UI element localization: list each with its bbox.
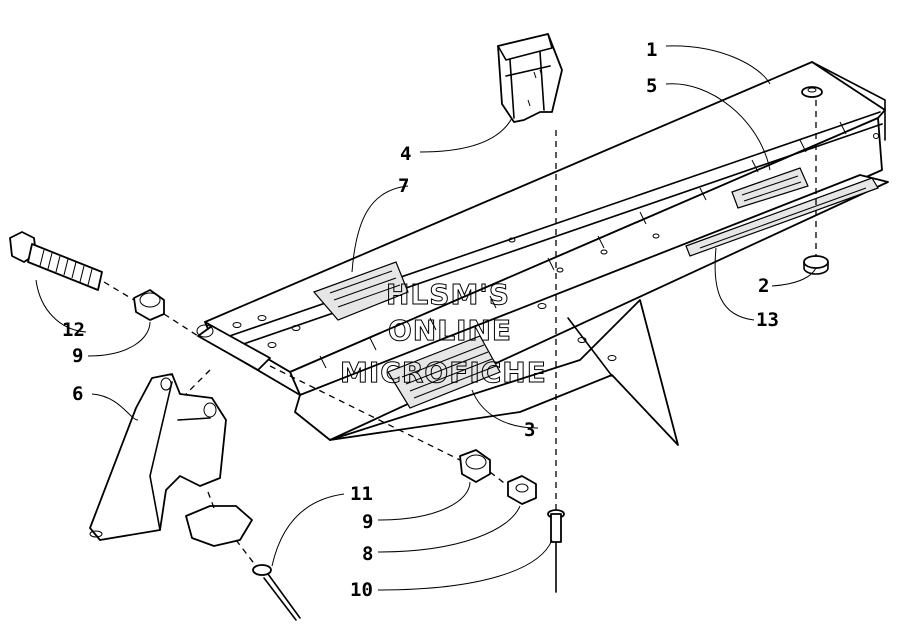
hinge-bracket-part-6 bbox=[89, 373, 227, 541]
clip-part-4 bbox=[497, 33, 563, 123]
callout-2: 2 bbox=[758, 275, 769, 297]
callout-7: 7 bbox=[398, 175, 409, 197]
watermark: HLSM'S ONLINE MICROFICHE bbox=[340, 278, 547, 390]
bushing-part-9-bottom bbox=[459, 449, 491, 483]
watermark-line-1: HLSM'S bbox=[386, 278, 510, 311]
callout-13: 13 bbox=[756, 309, 779, 331]
callout-11: 11 bbox=[350, 483, 373, 505]
callout-10: 10 bbox=[350, 579, 373, 601]
callout-12: 12 bbox=[62, 319, 85, 341]
washer-part-2 bbox=[803, 255, 829, 275]
rivet-part-11 bbox=[252, 564, 301, 621]
callout-labels: 1 5 4 7 2 13 12 9 6 3 11 9 8 10 bbox=[62, 39, 779, 601]
nut-part-8 bbox=[507, 475, 537, 505]
watermark-line-3: MICROFICHE bbox=[340, 356, 547, 389]
decal-7 bbox=[312, 261, 409, 321]
callout-8: 8 bbox=[362, 543, 373, 565]
assembly-lines bbox=[103, 100, 817, 567]
callout-5: 5 bbox=[646, 75, 657, 97]
bolt-part-12 bbox=[9, 231, 103, 291]
callout-6: 6 bbox=[72, 383, 83, 405]
rivet-part-10 bbox=[547, 509, 565, 593]
decal-5 bbox=[731, 167, 809, 209]
callout-1: 1 bbox=[646, 39, 657, 61]
bushing-part-9-top bbox=[133, 289, 165, 321]
callout-3: 3 bbox=[524, 419, 535, 441]
watermark-line-2: ONLINE bbox=[388, 314, 512, 347]
callout-9-top: 9 bbox=[72, 345, 83, 367]
decal-3 bbox=[387, 335, 501, 409]
callout-4: 4 bbox=[400, 143, 411, 165]
rubber-pad bbox=[185, 505, 253, 547]
leader-lines bbox=[35, 45, 817, 591]
callout-9-bottom: 9 bbox=[362, 511, 373, 533]
pivot-rod bbox=[196, 324, 271, 371]
decal-13 bbox=[685, 177, 879, 257]
